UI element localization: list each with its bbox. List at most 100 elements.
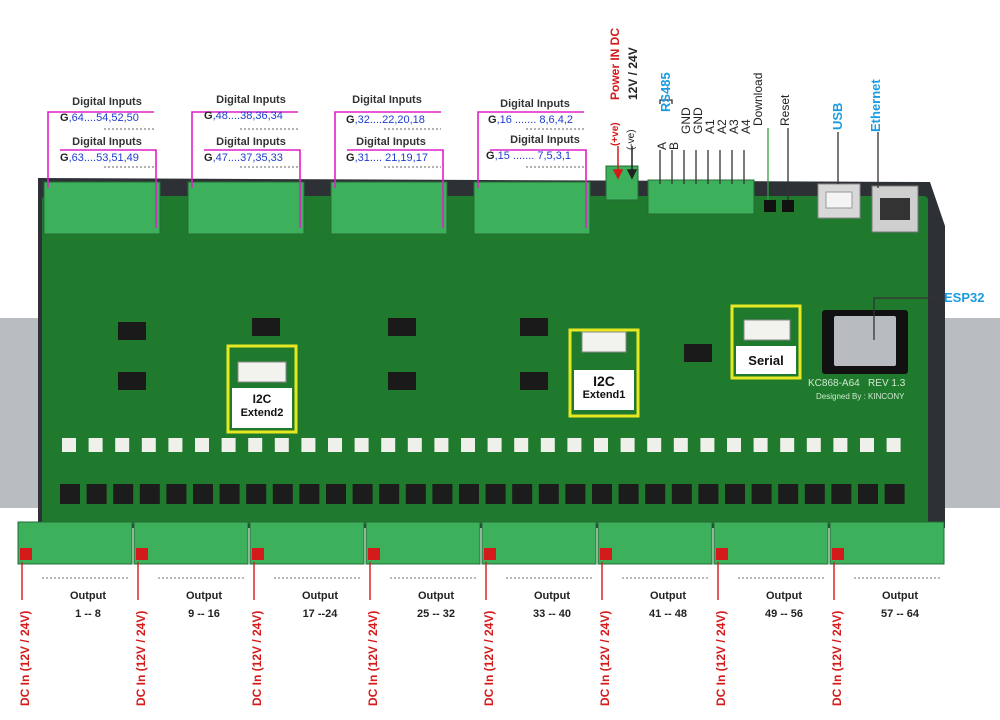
dc-terminal-marker bbox=[368, 548, 380, 560]
pins-list: 15 ....... 7,5,3,1 bbox=[497, 150, 572, 162]
serial-label: Serial bbox=[748, 353, 784, 368]
input-arrows bbox=[104, 128, 584, 168]
input-group-3-pins-bottom: G,31.... 21,19,17 bbox=[346, 152, 428, 164]
mosfet bbox=[166, 484, 187, 504]
pins-list: 31.... 21,19,17 bbox=[357, 152, 428, 164]
ic-chip bbox=[252, 318, 280, 336]
pins-ground: G bbox=[488, 114, 497, 126]
output-terminal-block bbox=[713, 521, 829, 565]
input-group-4-label-bottom: Digital Inputs bbox=[510, 134, 580, 146]
ic-chip bbox=[118, 372, 146, 390]
din-rail-left bbox=[0, 318, 40, 508]
mosfet bbox=[60, 484, 80, 504]
ic-chip bbox=[684, 344, 712, 362]
input-group-1-pins-bottom: G,63....53,51,49 bbox=[60, 152, 139, 164]
download-button bbox=[764, 200, 776, 212]
dc-terminal-marker bbox=[484, 548, 496, 560]
dc-markers bbox=[20, 548, 844, 600]
optocoupler bbox=[514, 438, 529, 452]
input-group-2-pins-bottom: G,47....37,35,33 bbox=[204, 152, 283, 164]
output-label: Output bbox=[881, 590, 919, 602]
serial-box bbox=[730, 304, 802, 380]
optocoupler bbox=[274, 438, 289, 452]
mosfet bbox=[751, 484, 772, 504]
optocoupler bbox=[673, 438, 688, 452]
mosfet bbox=[246, 484, 267, 504]
mosfet bbox=[618, 484, 639, 504]
optocoupler bbox=[141, 438, 156, 452]
output-terminal-block bbox=[481, 521, 597, 565]
rs485-leaders bbox=[659, 99, 942, 340]
usb-label: USB bbox=[830, 102, 845, 130]
optocoupler bbox=[168, 438, 183, 452]
optocoupler bbox=[886, 438, 901, 452]
output-range: 17 --24 bbox=[302, 608, 338, 620]
power-leaders bbox=[612, 146, 638, 180]
board-designer: Designed By : KINCONY bbox=[816, 392, 905, 401]
mosfet bbox=[485, 484, 506, 504]
mosfet-row bbox=[60, 484, 905, 504]
optocoupler bbox=[407, 438, 422, 452]
output-label: Output bbox=[765, 590, 803, 602]
optocoupler bbox=[806, 438, 821, 452]
dc-terminal-marker bbox=[20, 548, 32, 560]
input-group-2-pins-top: G,48....38,36,34 bbox=[204, 110, 283, 122]
mosfet bbox=[858, 484, 878, 504]
input-group-4-pins-bottom: G,15 ....... 7,5,3,1 bbox=[486, 150, 572, 162]
input-terminal-block bbox=[473, 181, 591, 235]
mosfet bbox=[645, 484, 666, 504]
output-label: Output bbox=[69, 590, 107, 602]
mosfet bbox=[725, 484, 745, 504]
i2c-extend2-line1: I2C bbox=[252, 392, 272, 406]
power-minus-arrowhead bbox=[626, 169, 638, 180]
mosfet bbox=[352, 484, 373, 504]
mosfet bbox=[671, 484, 692, 504]
mosfet bbox=[299, 484, 320, 504]
download-label: Download bbox=[751, 72, 765, 126]
i2c-extend1-line1: I2C bbox=[593, 373, 615, 389]
rs485-terminal-block bbox=[647, 179, 755, 215]
pins-ground: G bbox=[486, 150, 495, 162]
input-group-1-label-bottom: Digital Inputs bbox=[72, 136, 142, 148]
rs485-bracket bbox=[659, 99, 673, 104]
input-group-2-label-bottom: Digital Inputs bbox=[216, 136, 286, 148]
optocoupler bbox=[62, 438, 76, 452]
mosfet bbox=[405, 484, 426, 504]
mosfet bbox=[698, 484, 719, 504]
mosfet bbox=[272, 484, 293, 504]
optocoupler bbox=[860, 438, 874, 452]
ic-chip bbox=[520, 318, 548, 336]
optocoupler bbox=[248, 438, 263, 452]
power-plus-label: (+ve) bbox=[610, 122, 621, 146]
reset-label: Reset bbox=[778, 94, 792, 126]
output-label: Output bbox=[649, 590, 687, 602]
output-label: Output bbox=[185, 590, 223, 602]
optocoupler bbox=[487, 438, 502, 452]
input-terminal-block bbox=[187, 181, 305, 235]
output-label: Output bbox=[301, 590, 339, 602]
input-bracket bbox=[191, 111, 298, 188]
pins-list: 48....38,36,34 bbox=[215, 110, 283, 122]
pins-list: 32....22,20,18 bbox=[357, 114, 425, 126]
mosfet bbox=[432, 484, 453, 504]
din-rail-right bbox=[945, 318, 1000, 508]
output-terminals bbox=[17, 521, 945, 565]
input-group-3-label-bottom: Digital Inputs bbox=[356, 136, 426, 148]
input-bracket bbox=[490, 149, 587, 228]
output-range: 57 -- 64 bbox=[881, 608, 919, 620]
input-terminal-block bbox=[43, 181, 161, 235]
dc-terminal-marker bbox=[600, 548, 612, 560]
mosfet bbox=[592, 484, 612, 504]
optocoupler bbox=[594, 438, 608, 452]
mosfet bbox=[831, 484, 852, 504]
optocoupler bbox=[540, 438, 555, 452]
power-title: Power IN DC bbox=[608, 27, 622, 100]
rs485-title: RS485 bbox=[658, 72, 673, 112]
input-brackets bbox=[47, 111, 587, 228]
input-terminals bbox=[43, 165, 755, 235]
optocoupler-row bbox=[62, 438, 901, 452]
mosfet bbox=[139, 484, 160, 504]
optocoupler bbox=[700, 438, 715, 452]
